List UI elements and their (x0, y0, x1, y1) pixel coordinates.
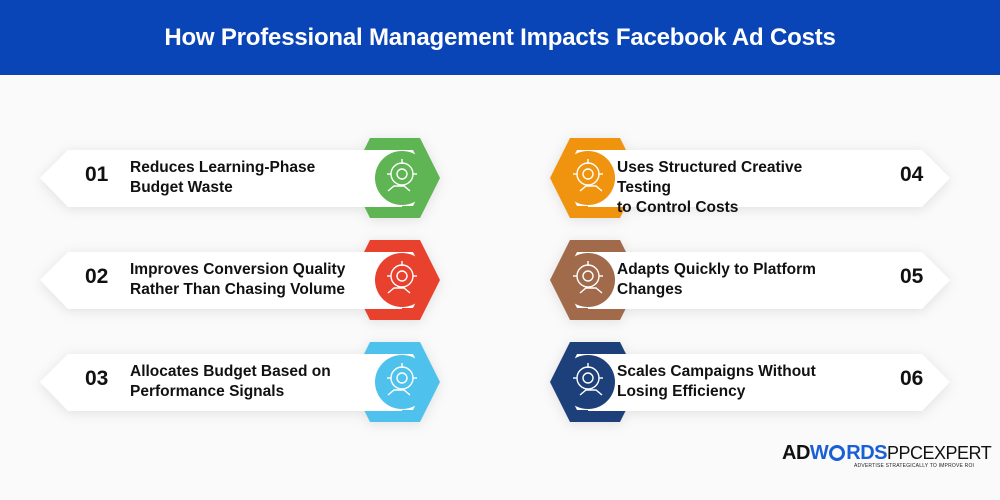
list-item: 01 Reduces Learning-Phase Budget Waste (30, 133, 470, 223)
brand-logo: ADW RDSPPCEXPERT ADVERTISE STRATEGICALLY … (782, 442, 992, 469)
item-text-line: Adapts Quickly to Platform (617, 261, 816, 278)
item-text: Allocates Budget Based on Performance Si… (130, 362, 370, 402)
item-text-line: Scales Campaigns Without (617, 363, 816, 380)
item-text: Improves Conversion Quality Rather Than … (130, 260, 370, 300)
list-item: 06 Scales Campaigns Without Losing Effic… (520, 337, 960, 427)
item-text: Reduces Learning-Phase Budget Waste (130, 158, 370, 198)
item-text-line: Uses Structured Creative Testing (617, 159, 803, 196)
user-group-target-icon (387, 261, 417, 294)
list-item: 02 Improves Conversion Quality Rather Th… (30, 235, 470, 325)
banner (40, 150, 402, 207)
gauge-chart-icon (573, 261, 603, 294)
item-number: 03 (85, 367, 109, 390)
item-number: 01 (85, 163, 109, 186)
icon-circle (375, 355, 429, 409)
banner (588, 252, 950, 309)
banner (588, 354, 950, 411)
icon-circle (561, 355, 615, 409)
item-text-line: Losing Efficiency (617, 383, 746, 400)
item-shape (40, 240, 440, 320)
logo-text: AD (782, 442, 810, 464)
hand-target-icon (573, 363, 603, 396)
item-shape (550, 240, 950, 320)
item-number: 02 (85, 265, 109, 288)
list-item: 04 Uses Structured Creative Testing to C… (520, 133, 960, 223)
item-text: Adapts Quickly to Platform Changes (617, 260, 857, 300)
list-item: 03 Allocates Budget Based on Performance… (30, 337, 470, 427)
icon-circle (375, 151, 429, 205)
page-title: How Professional Management Impacts Face… (164, 23, 836, 51)
item-text: Uses Structured Creative Testing to Cont… (617, 158, 857, 218)
banner (40, 252, 402, 309)
logo-text: W (809, 442, 829, 464)
list-item: 05 Adapts Quickly to Platform Changes (520, 235, 960, 325)
item-shape (550, 138, 950, 218)
item-shape (40, 138, 440, 218)
logo-tagline: ADVERTISE STRATEGICALLY TO IMPROVE ROI (854, 463, 975, 469)
icon-circle (561, 253, 615, 307)
item-text-line: Improves Conversion Quality (130, 261, 346, 278)
item-shape (40, 342, 440, 422)
hand-growth-icon (387, 363, 417, 396)
item-number: 06 (900, 367, 924, 390)
target-bulb-hand-icon (387, 159, 417, 192)
item-text-line: Reduces Learning-Phase (130, 159, 316, 176)
banner (40, 354, 402, 411)
banner (588, 150, 950, 207)
item-number: 04 (900, 163, 924, 186)
logo-text: RDS (846, 442, 888, 464)
item-text-line: Allocates Budget Based on (130, 363, 331, 380)
item-text-line: to Control Costs (617, 199, 739, 216)
item-text-line: Changes (617, 281, 683, 298)
item-text-line: Rather Than Chasing Volume (130, 281, 346, 298)
item-number: 05 (900, 265, 924, 288)
icon-circle (375, 253, 429, 307)
logo-text: PPCEXPERT (887, 443, 992, 463)
header-banner: How Professional Management Impacts Face… (0, 0, 1000, 75)
item-shape (550, 342, 950, 422)
icon-circle (561, 151, 615, 205)
target-cursor-icon (829, 445, 846, 461)
gear-target-icon (573, 159, 603, 192)
item-text-line: Budget Waste (130, 179, 233, 196)
item-text-line: Performance Signals (130, 383, 285, 400)
item-text: Scales Campaigns Without Losing Efficien… (617, 362, 857, 402)
